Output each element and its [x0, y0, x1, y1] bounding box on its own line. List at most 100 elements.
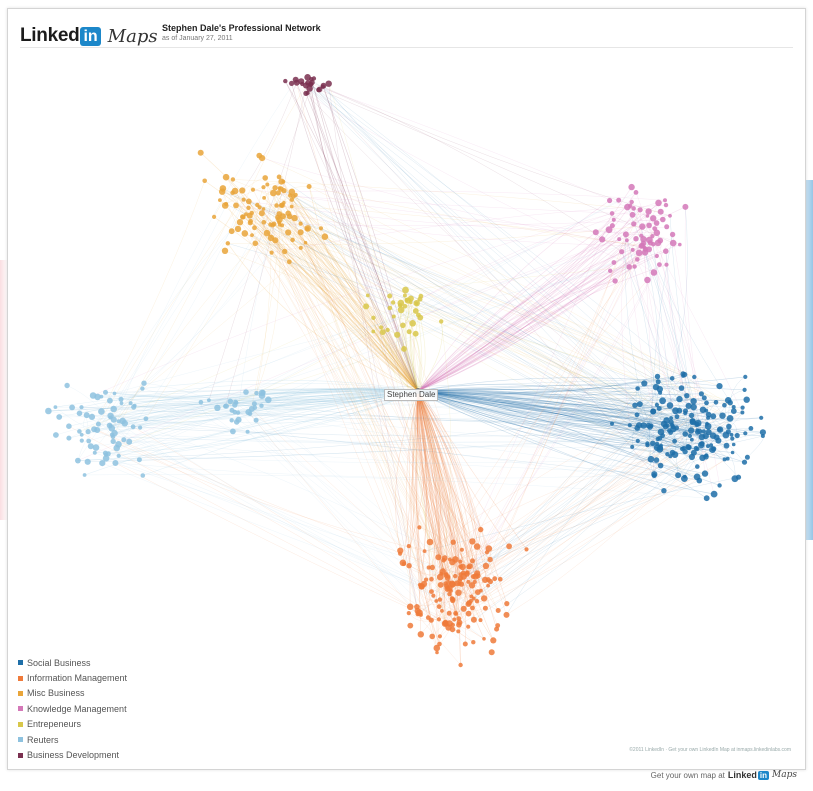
network-node-social[interactable]: [748, 426, 754, 431]
network-node-info[interactable]: [450, 622, 455, 628]
network-node-info[interactable]: [458, 662, 463, 668]
network-node-social[interactable]: [635, 386, 640, 391]
network-node-social[interactable]: [635, 438, 640, 443]
network-node-km[interactable]: [654, 253, 659, 259]
network-node-info[interactable]: [456, 619, 463, 626]
network-node-misc[interactable]: [275, 190, 281, 196]
legend-item-reuters[interactable]: Reuters: [18, 732, 127, 747]
network-node-reuters[interactable]: [115, 441, 122, 448]
network-node-info[interactable]: [460, 605, 467, 612]
network-node-social[interactable]: [690, 437, 694, 442]
network-node-km[interactable]: [628, 183, 635, 191]
network-node-social[interactable]: [719, 412, 726, 419]
network-node-social[interactable]: [725, 429, 731, 435]
network-node-misc[interactable]: [274, 203, 279, 208]
network-node-km[interactable]: [639, 242, 645, 249]
network-node-reuters[interactable]: [119, 401, 124, 406]
network-node-km[interactable]: [635, 257, 640, 262]
network-node-km[interactable]: [639, 233, 644, 238]
network-node-social[interactable]: [669, 376, 675, 381]
network-node-reuters[interactable]: [140, 473, 146, 478]
network-node-reuters[interactable]: [99, 460, 106, 467]
network-node-km[interactable]: [605, 226, 613, 234]
map-credit[interactable]: ©2011 LinkedIn · Get your own LinkedIn M…: [629, 747, 791, 753]
network-node-km[interactable]: [654, 239, 662, 247]
network-node-reuters[interactable]: [64, 382, 70, 389]
network-node-km[interactable]: [682, 203, 689, 210]
network-node-km[interactable]: [653, 229, 661, 237]
network-node-reuters[interactable]: [69, 404, 75, 411]
network-node-misc[interactable]: [272, 185, 278, 191]
network-node-reuters[interactable]: [265, 396, 272, 404]
network-node-social[interactable]: [701, 429, 706, 434]
network-node-reuters[interactable]: [118, 396, 124, 402]
network-node-km[interactable]: [612, 278, 618, 284]
network-node-info[interactable]: [429, 589, 434, 594]
network-node-misc[interactable]: [250, 187, 256, 192]
network-node-km[interactable]: [651, 242, 656, 247]
network-node-misc[interactable]: [288, 188, 296, 195]
network-node-misc[interactable]: [244, 212, 248, 217]
network-node-info[interactable]: [498, 576, 503, 582]
network-node-info[interactable]: [426, 565, 431, 570]
network-node-reuters[interactable]: [227, 398, 234, 405]
network-node-reuters[interactable]: [110, 438, 116, 445]
network-node-misc[interactable]: [247, 220, 253, 226]
network-node-entre[interactable]: [404, 297, 411, 304]
network-node-info[interactable]: [397, 547, 404, 554]
network-node-social[interactable]: [668, 430, 673, 435]
network-node-social[interactable]: [759, 429, 767, 436]
network-node-social[interactable]: [740, 410, 745, 415]
network-node-info[interactable]: [456, 629, 461, 634]
network-node-entre[interactable]: [402, 293, 407, 298]
network-node-info[interactable]: [449, 596, 455, 602]
network-node-social[interactable]: [716, 383, 723, 390]
legend-item-social[interactable]: Social Business: [18, 655, 127, 670]
network-node-misc[interactable]: [231, 187, 239, 195]
network-node-social[interactable]: [676, 407, 683, 414]
network-node-info[interactable]: [471, 596, 476, 601]
network-node-km[interactable]: [616, 197, 622, 203]
network-node-info[interactable]: [473, 543, 481, 550]
network-node-reuters[interactable]: [198, 399, 204, 405]
network-node-reuters[interactable]: [136, 457, 142, 463]
network-node-info[interactable]: [487, 578, 493, 585]
network-node-info[interactable]: [470, 616, 477, 623]
network-node-entre[interactable]: [412, 308, 419, 314]
network-node-misc[interactable]: [286, 213, 293, 220]
network-node-misc[interactable]: [270, 189, 277, 197]
network-node-social[interactable]: [665, 452, 670, 457]
network-node-info[interactable]: [485, 545, 493, 552]
network-node-km[interactable]: [611, 217, 616, 222]
network-node-reuters[interactable]: [45, 407, 52, 415]
network-node-reuters[interactable]: [245, 429, 250, 434]
network-node-reuters[interactable]: [236, 410, 241, 415]
network-node-info[interactable]: [417, 631, 424, 638]
network-node-entre[interactable]: [417, 296, 423, 302]
network-node-km[interactable]: [599, 236, 606, 243]
network-node-reuters[interactable]: [76, 410, 83, 417]
network-node-entre[interactable]: [371, 329, 376, 334]
network-node-km[interactable]: [645, 208, 652, 215]
network-node-social[interactable]: [657, 444, 664, 451]
network-node-info[interactable]: [406, 563, 412, 569]
network-node-reuters[interactable]: [229, 407, 235, 413]
network-node-social[interactable]: [689, 418, 697, 426]
network-node-info[interactable]: [429, 577, 434, 582]
network-node-misc[interactable]: [255, 202, 260, 208]
network-node-social[interactable]: [704, 400, 709, 406]
network-node-info[interactable]: [524, 547, 529, 552]
network-node-info[interactable]: [442, 555, 448, 561]
network-node-km[interactable]: [609, 211, 615, 216]
network-node-reuters[interactable]: [53, 405, 58, 409]
network-node-info[interactable]: [480, 595, 488, 602]
network-node-km[interactable]: [624, 203, 631, 211]
network-node-info[interactable]: [469, 538, 476, 545]
network-node-km[interactable]: [633, 236, 639, 242]
network-node-reuters[interactable]: [116, 453, 121, 458]
network-node-km[interactable]: [664, 262, 669, 267]
network-node-misc[interactable]: [228, 228, 235, 235]
network-node-info[interactable]: [452, 556, 459, 563]
network-node-bizdev[interactable]: [283, 78, 288, 84]
network-node-social[interactable]: [695, 429, 701, 435]
